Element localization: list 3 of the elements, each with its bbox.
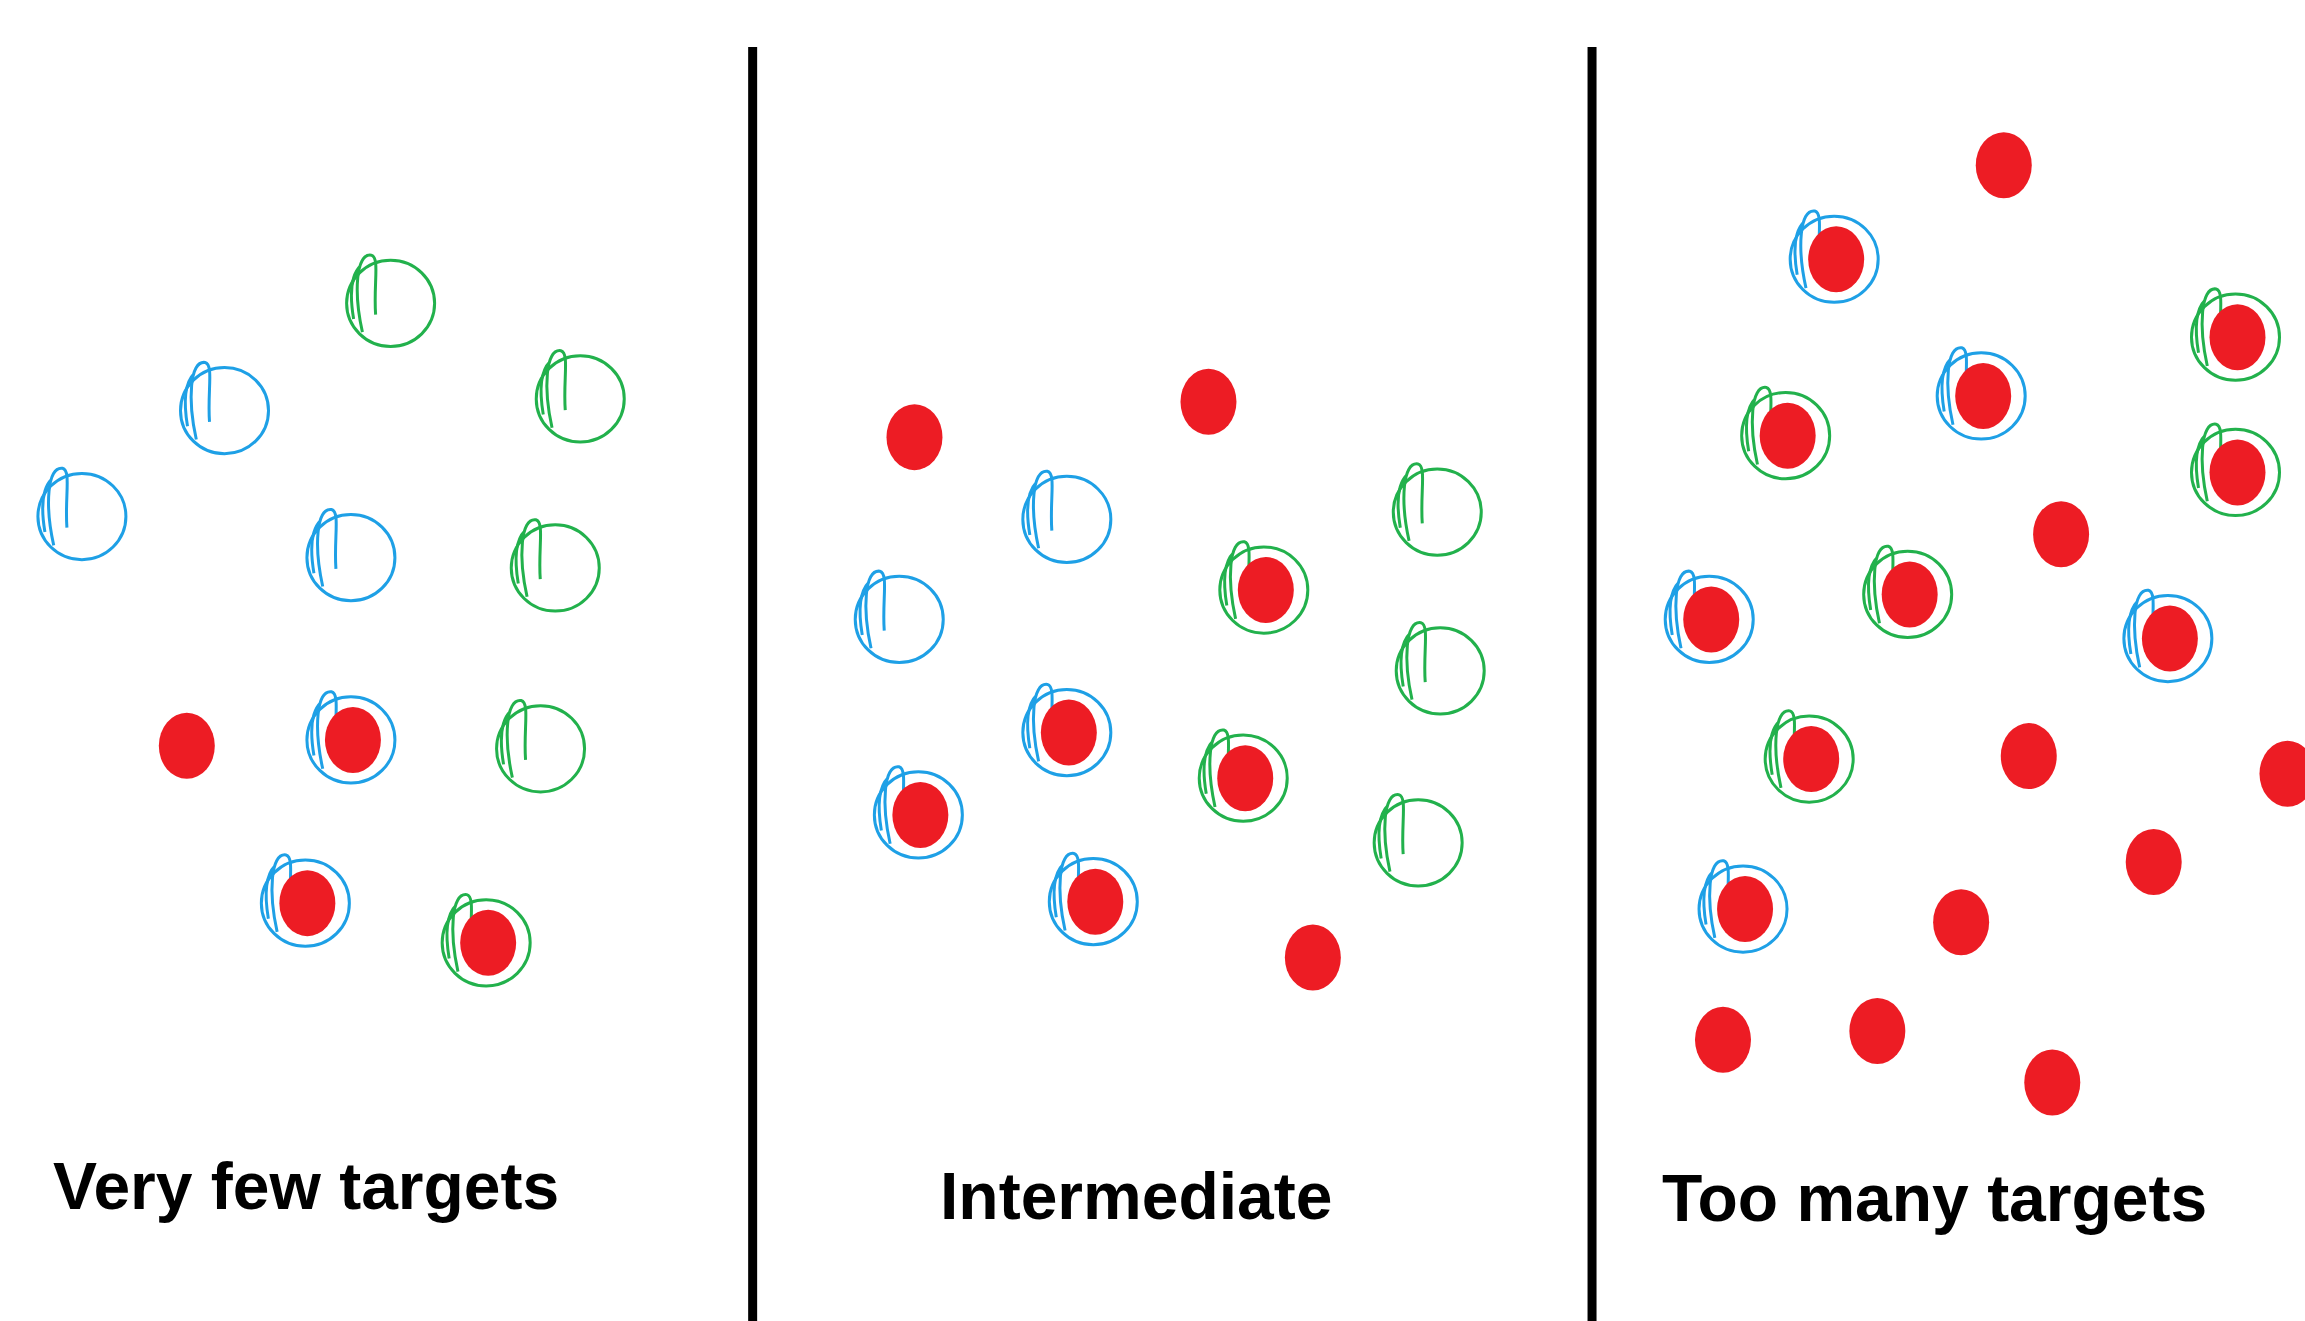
panel-caption: Very few targets <box>53 1150 560 1223</box>
panel-caption: Too many targets <box>1662 1162 2208 1235</box>
panel-caption: Intermediate <box>940 1160 1333 1233</box>
